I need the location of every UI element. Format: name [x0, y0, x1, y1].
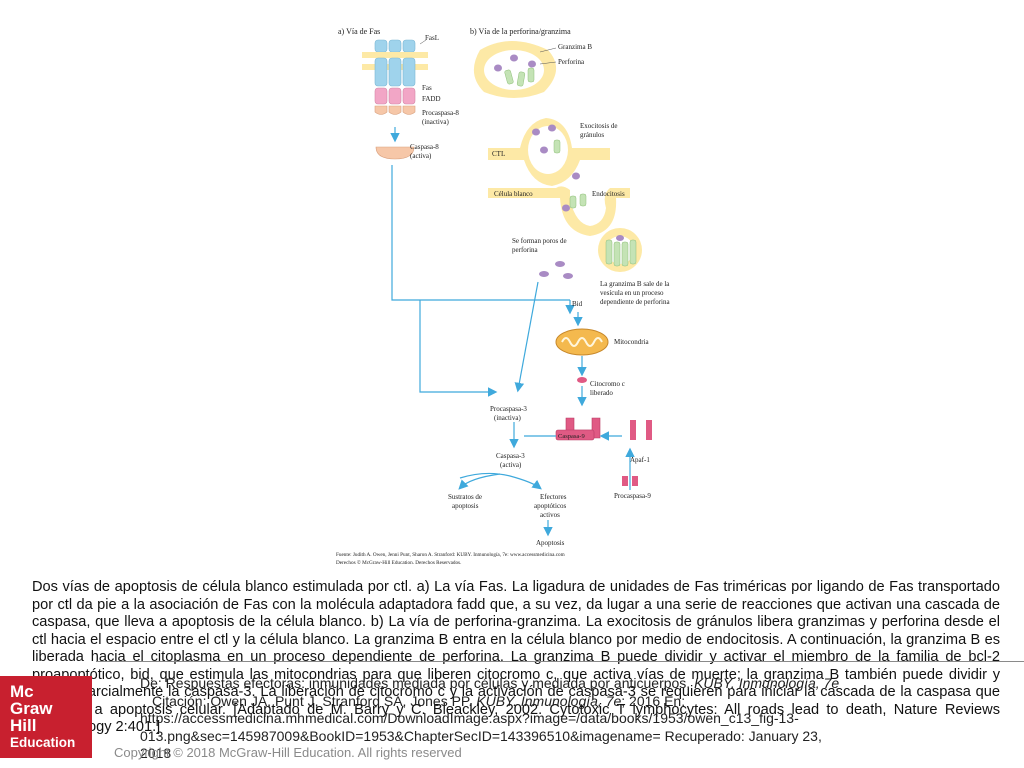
mitochondrion	[555, 328, 609, 356]
panel-a-title: a) Vía de Fas	[338, 27, 380, 36]
fasl-receptor	[374, 39, 416, 53]
label-procaspasa8: Procaspasa-8	[422, 109, 459, 117]
granule-top	[473, 41, 557, 98]
label-procaspasa8-state: (inactiva)	[422, 118, 449, 126]
label-granzima-sale: La granzima B sale de la	[600, 280, 670, 288]
arrow-to-efectores	[459, 472, 542, 490]
label-perforina: Perforina	[558, 58, 585, 66]
source-citation: De: Respuestas efectoras: inmunidades me…	[140, 675, 840, 763]
source-line-1: De: Respuestas efectoras: inmunidades me…	[140, 675, 840, 691]
label-endocitosis: Endocitosis	[592, 190, 625, 198]
footer-divider	[96, 661, 1024, 662]
label-ctl: CTL	[492, 150, 505, 158]
fadd-adaptor	[374, 87, 416, 105]
procaspase-8	[374, 105, 416, 115]
label-poros: Se forman poros de	[512, 237, 567, 245]
cytochrome-c	[577, 377, 587, 383]
label-caspasa3-2: (activa)	[500, 461, 522, 469]
label-citocromo-2: liberado	[590, 389, 613, 397]
figure-source-line2: Derechos © McGraw-Hill Education. Derech…	[336, 559, 461, 566]
label-bid: Bid	[572, 300, 583, 308]
label-sustratos-2: apoptosis	[452, 502, 479, 510]
label-procaspasa3: Procaspasa-3	[490, 405, 527, 413]
label-citocromo: Citocromo c	[590, 380, 625, 388]
source-url-line-2[interactable]: 013.png&sec=145987009&BookID=1953&Chapte…	[140, 727, 822, 762]
label-sustratos: Sustratos de	[448, 493, 482, 501]
label-efectores-2: apoptóticos	[534, 502, 567, 510]
label-caspasa3: Caspasa-3	[496, 452, 525, 460]
fas-receptor	[374, 57, 416, 87]
label-mitocondria: Mitocondria	[614, 338, 649, 346]
arrow-caspasa8-down	[391, 165, 570, 301]
label-poros-2: perforina	[512, 246, 539, 254]
label-exocitosis: Exocitosis de	[580, 122, 618, 130]
mcgraw-hill-logo: Mc Graw Hill Education	[0, 676, 92, 758]
arrow-to-sustratos	[458, 473, 501, 490]
panel-b-title: b) Vía de la perforina/granzima	[470, 27, 571, 36]
procaspase-9	[622, 476, 638, 486]
figure-source-line1: Fuente: Judith A. Owen, Jenni Punt, Shar…	[336, 551, 565, 558]
source-line-2: Citación: Owen JA, Punt J, Stranford SA,…	[152, 692, 686, 709]
caspase-8-active	[375, 146, 415, 160]
target-membrane	[488, 186, 630, 236]
copyright-notice: Copyright © 2018 McGraw-Hill Education. …	[114, 745, 462, 760]
granzyme-dot	[532, 128, 540, 136]
label-exocitosis-2: gránulos	[580, 131, 604, 139]
label-procaspasa9: Procaspasa-9	[614, 492, 651, 500]
label-celula-blanco: Célula blanco	[494, 190, 533, 198]
source-url-line[interactable]: https://accessmedicina.mhmedical.com/Dow…	[140, 710, 799, 726]
label-fadd: FADD	[422, 95, 441, 103]
arrow-to-procaspasa3	[419, 300, 498, 397]
label-fasl: FasL	[425, 34, 439, 42]
label-caspasa8-state: (activa)	[410, 152, 432, 160]
label-granzima-sale-2: vesícula en un proceso	[600, 289, 664, 297]
ctl-membrane-a	[362, 52, 428, 58]
label-fas: Fas	[422, 84, 432, 92]
label-granzima-b: Granzima B	[558, 43, 592, 51]
label-procaspasa3-2: (inactiva)	[494, 414, 521, 422]
label-caspasa9: Caspasa-9	[558, 433, 585, 440]
label-apaf1: Apaf-1	[630, 456, 650, 464]
label-apoptosis: Apoptosis	[536, 539, 565, 547]
label-granzima-sale-3: dependiente de perforina	[600, 298, 670, 306]
caspase-9-apoptosome	[555, 417, 652, 441]
label-caspasa8: Caspasa-8	[410, 143, 439, 151]
perforin-pore-vesicle	[598, 228, 642, 272]
apoptosis-pathways-figure: a) Vía de Fas b) Vía de la perforina/gra…	[336, 27, 670, 566]
arrow-granzyme-to-procaspasa3	[514, 281, 539, 393]
label-efectores: Efectores	[540, 493, 567, 501]
label-efectores-3: activos	[540, 511, 560, 519]
